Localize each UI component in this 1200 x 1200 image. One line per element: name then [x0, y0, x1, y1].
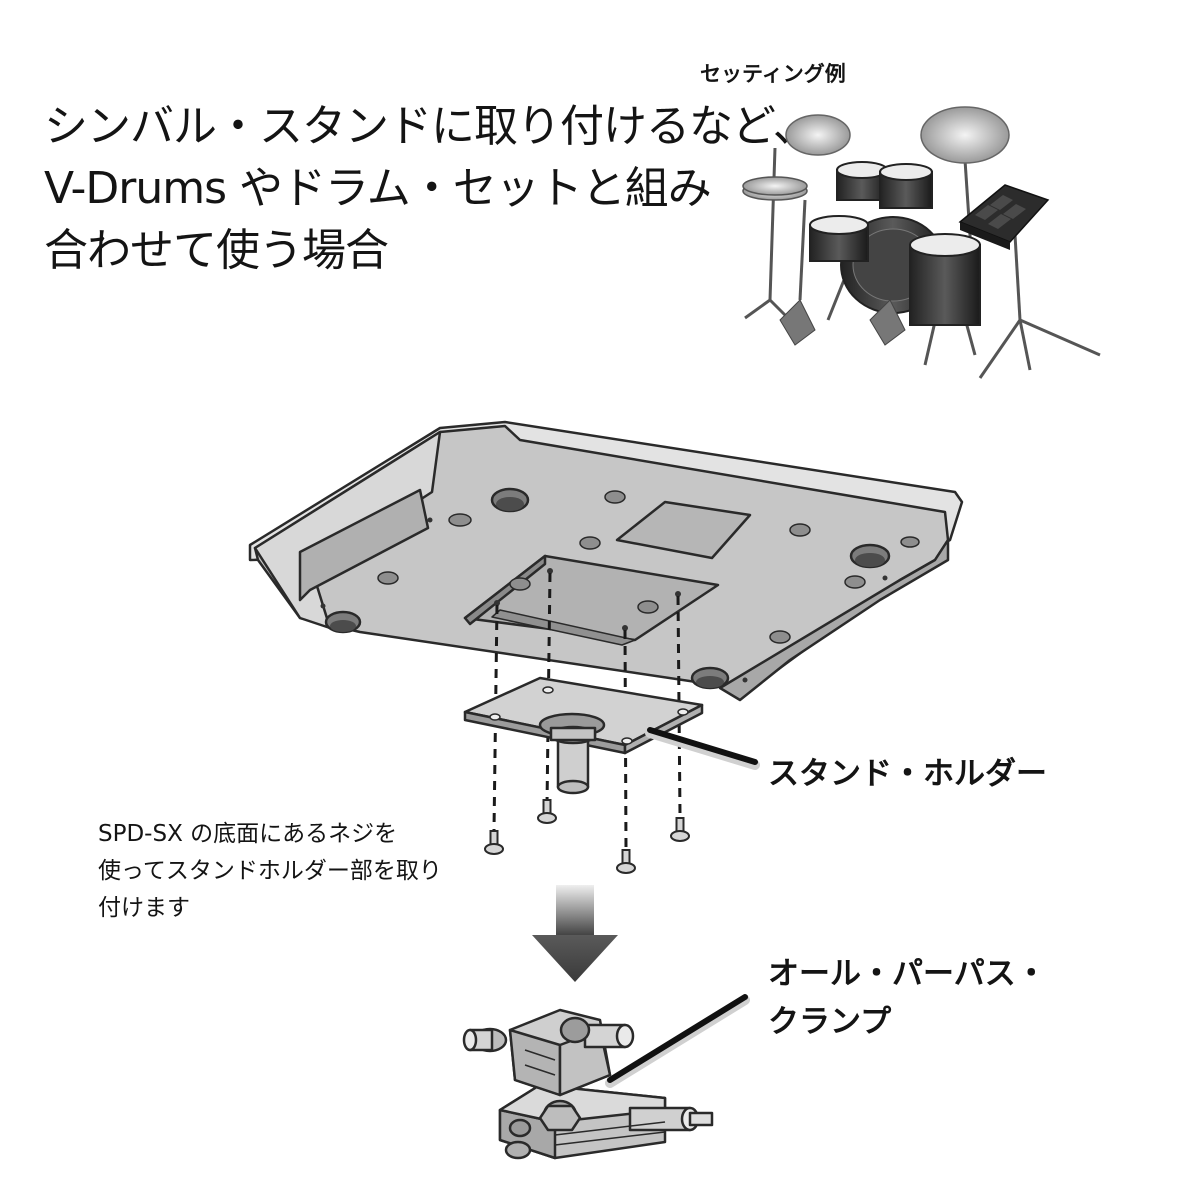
stand-holder-plate-illustration — [463, 676, 704, 795]
clamp-label-line-1: オール・パーパス・ — [768, 956, 1047, 992]
clamp-label: オール・パーパス・ クランプ — [768, 950, 1047, 1046]
headline-line-1: シンバル・スタンドに取り付けるなど、 — [44, 101, 817, 152]
mounting-note: SPD-SX の底面にあるネジを 使ってスタンドホルダー部を取り 付けます — [98, 816, 498, 927]
all-purpose-clamp-illustration — [462, 1008, 714, 1160]
headline: シンバル・スタンドに取り付けるなど、 V-Drums やドラム・セットと組み 合… — [44, 96, 817, 282]
stand-holder-label: スタンド・ホルダー — [768, 756, 1047, 792]
spd-sx-underside-illustration — [248, 420, 964, 702]
mounting-note-line-3: 付けます — [98, 895, 190, 921]
mounting-note-line-1: SPD-SX の底面にあるネジを — [98, 821, 398, 847]
stand-holder-leader-line — [645, 727, 760, 770]
headline-line-3: 合わせて使う場合 — [44, 225, 389, 276]
headline-line-2: V-Drums やドラム・セットと組み — [44, 163, 712, 214]
mounting-note-line-2: 使ってスタンドホルダー部を取り — [98, 858, 442, 884]
screw-icon — [484, 799, 690, 874]
arrow-down-icon — [532, 885, 618, 982]
drum-kit-illustration — [742, 106, 1101, 379]
clamp-label-line-2: クランプ — [768, 1004, 892, 1040]
clamp-leader-line — [605, 994, 750, 1088]
setting-example-caption: セッティング例 — [700, 62, 846, 86]
